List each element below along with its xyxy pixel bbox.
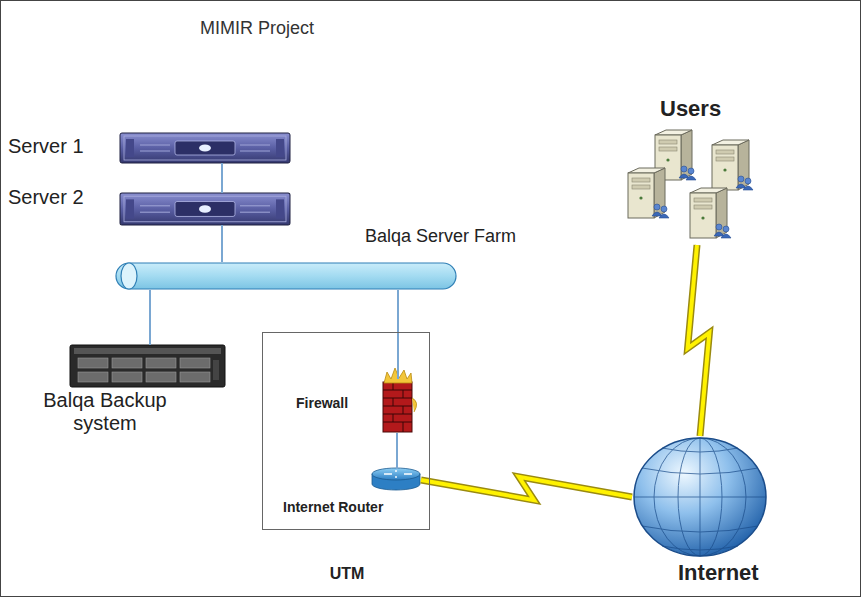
link-line — [396, 433, 398, 469]
utm-box: UTMFirewallInternet Router — [262, 332, 430, 530]
link-line — [221, 163, 223, 193]
server-illustration — [120, 193, 290, 225]
backup-system: Balqa Backup system — [70, 345, 225, 387]
firewall-illustration — [383, 368, 417, 432]
node-label: Internet Router — [283, 499, 383, 515]
bolt-line — [421, 477, 632, 500]
node-label: Users — [660, 96, 721, 121]
network-link — [222, 163, 223, 193]
wireless-link — [688, 245, 710, 436]
network-link — [398, 290, 399, 379]
internet-globe: Internet — [632, 436, 768, 558]
node-label: Firewall — [296, 395, 348, 411]
network-link — [150, 290, 151, 345]
globe-shape — [632, 436, 768, 558]
router-box: Internet Router — [373, 469, 421, 491]
bolt-line — [688, 245, 710, 436]
link-line — [221, 225, 223, 262]
router-illustration — [372, 468, 420, 490]
node-label: Balqa Server Farm — [365, 226, 516, 247]
network-link — [397, 433, 398, 469]
node-label: Balqa Backup system — [30, 389, 180, 435]
server-illustration — [120, 133, 290, 163]
node-label: Server 1 — [8, 135, 84, 158]
node-label: Internet — [678, 560, 759, 585]
server-box: Server 1 — [120, 133, 290, 163]
network-link — [222, 225, 223, 262]
bolt-outline — [421, 477, 632, 500]
server-box: Server 2 — [120, 193, 290, 225]
diagram-title: MIMIR Project — [200, 18, 314, 39]
node-label: UTM — [263, 565, 431, 583]
users-box: Users — [622, 130, 772, 245]
bolt-outline — [688, 245, 710, 436]
link-line — [149, 290, 151, 345]
wireless-link — [421, 477, 632, 500]
node-label: Server 2 — [8, 186, 84, 209]
server-farm-bus: Balqa Server Farm — [115, 262, 457, 290]
backup-illustration — [70, 345, 225, 387]
firewall-box: Firewall — [384, 379, 413, 433]
link-line — [397, 290, 399, 379]
users-illustration — [628, 130, 753, 238]
bus-cylinder — [115, 262, 457, 290]
